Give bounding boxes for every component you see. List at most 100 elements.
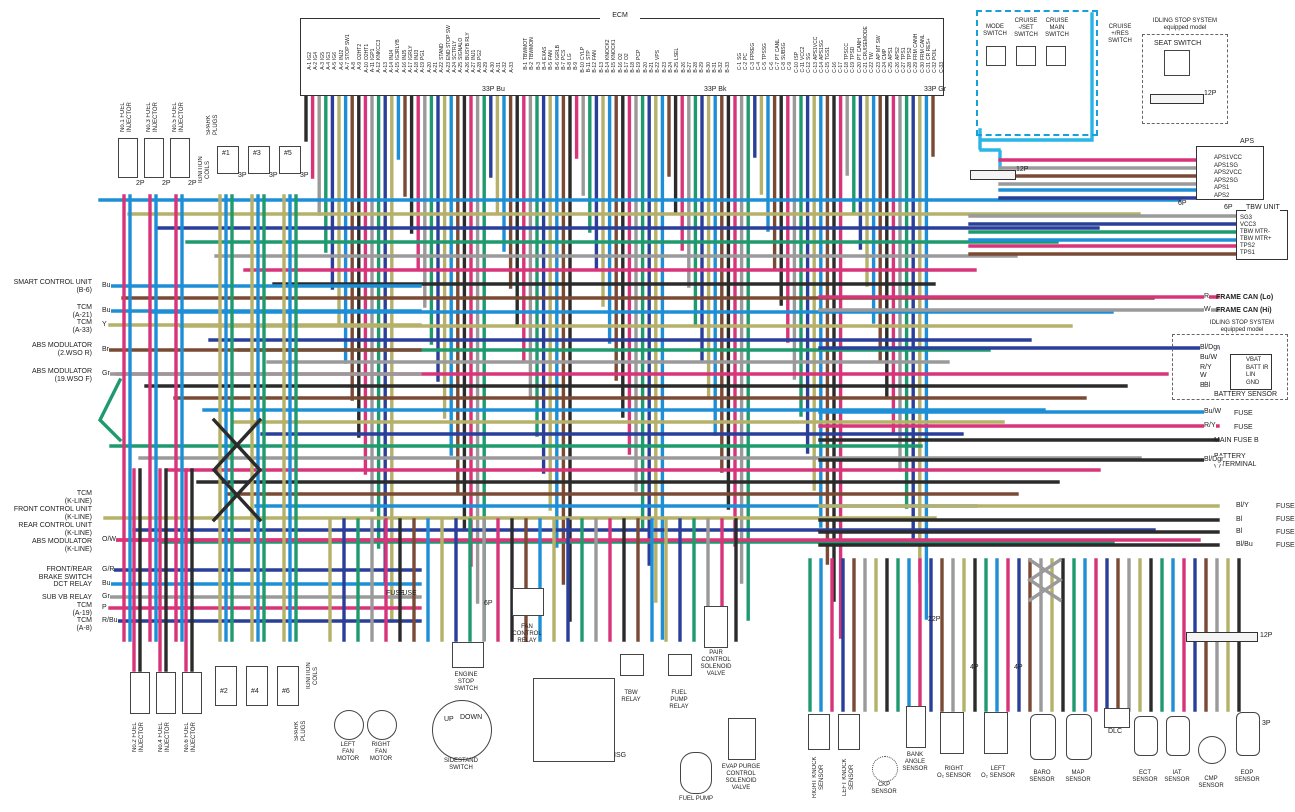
cyl-3-label: #3 <box>253 150 261 157</box>
ignition-coil-2 <box>215 666 237 706</box>
fuel-injector-6 <box>182 672 202 714</box>
aps-pin: APS2VCC <box>1214 170 1243 176</box>
tbw-unit-block <box>1236 210 1288 260</box>
tcm-a19-label: TCM (A-19) <box>72 602 92 617</box>
tcm-a21-label: TCM (A-21) <box>72 304 92 319</box>
map-sensor <box>1066 714 1092 760</box>
wire <box>1026 557 1063 603</box>
ignition-coil-4 <box>246 666 268 706</box>
left-wire-code: Bu <box>102 580 111 588</box>
tcm-a8-label: TCM (A-8) <box>76 617 92 632</box>
tbw-pin: SG3 <box>1240 215 1253 221</box>
mode-switch <box>986 46 1006 66</box>
right-wire-code: W <box>1204 306 1211 314</box>
aps-pin: APS1VCC <box>1214 155 1243 161</box>
isg-unit <box>533 678 615 762</box>
inj-conn-2p-c: 2P <box>188 180 197 187</box>
battery-sensor-block <box>1230 354 1272 390</box>
wire <box>1027 557 1064 603</box>
right-o2-label: RIGHT O₂ SENSOR <box>936 766 971 779</box>
ckp-sensor <box>872 756 898 782</box>
battery-sensor-label: BATTERY SENSOR <box>1214 391 1278 398</box>
ecm-signal-label: VPS <box>655 49 662 60</box>
battery-sensor-pin: LIN <box>1246 372 1256 378</box>
left-knock-label: LEFT KNOCK SENSOR <box>842 758 855 796</box>
dlc-label: DLC <box>1108 728 1123 735</box>
tbw-relay-label: TBW RELAY <box>621 690 641 703</box>
spark-plugs-bottom-label: SPARK PLUGS <box>294 720 307 742</box>
left-wire-code: Br <box>102 346 109 354</box>
abs-mod-2-label: ABS MODULATOR (2.WSO R) <box>31 342 92 357</box>
idling-stop-battery-group <box>1172 334 1288 400</box>
iat-label: IAT SENSOR <box>1164 770 1190 783</box>
cruise-12p-label: 12P <box>1016 166 1029 173</box>
ecm-signal-label: LG <box>567 53 574 60</box>
right-o2-sensor <box>940 712 964 754</box>
dlc-connector <box>1104 708 1130 728</box>
left-wire-code: Gr <box>102 370 110 378</box>
engine-stop-switch <box>452 642 484 668</box>
tbw-unit-title: TBW UNIT <box>1246 204 1280 212</box>
sidestand-label: SIDESTAND SWITCH <box>444 758 478 771</box>
right-wire-code: Bu/W <box>1200 354 1218 362</box>
left-wire-code: Bu <box>102 307 111 315</box>
aps-title: APS <box>1240 138 1255 146</box>
fuel-injector-5 <box>170 138 190 178</box>
fuel-pump-relay-label: FUEL PUMP RELAY <box>669 690 689 710</box>
ecm-signal-label: PG2 <box>477 49 484 60</box>
o2-4p-a: 4P <box>970 664 979 671</box>
sidestand-up: UP <box>444 716 454 723</box>
left-fan-motor <box>334 710 364 740</box>
ecm-signal-label: KNKCC3 <box>376 39 383 60</box>
fuse-row-2: FUSE <box>1276 516 1295 523</box>
ect-label: ECT SENSOR <box>1132 770 1158 783</box>
left-wire-code: Bu <box>102 282 111 290</box>
left-fan-label: LEFT FAN MOTOR <box>336 742 360 762</box>
seat-switch <box>1164 50 1190 76</box>
left-o2-label: LEFT O₂ SENSOR <box>980 766 1015 779</box>
ecm-signal-label: O2 <box>623 53 630 60</box>
cruise-set-switch <box>1016 46 1036 66</box>
cyl-4-label: #4 <box>251 688 259 695</box>
aps-block <box>1196 146 1264 200</box>
aps-pin: APS2SG <box>1214 177 1239 184</box>
fuel-pump-label: FUEL PUMP <box>678 796 714 802</box>
inj-conn-2p-b: 2P <box>162 180 171 187</box>
battery-sensor-pin: GND <box>1246 379 1260 386</box>
tbw-relay <box>620 654 644 676</box>
ecm-signal-label: TGS1 <box>825 46 832 60</box>
fuel-injector-2 <box>130 672 150 714</box>
ign-coils-bottom-label: IGNITION COILS <box>306 662 319 690</box>
fan-relay-label: FAN CONTROL RELAY <box>512 624 542 644</box>
right-wire-code: R/Y <box>1200 364 1212 372</box>
ign-coils-top-label: IGNITION COILS <box>198 156 211 184</box>
cruise-set-label: CRUISE -/SET SWITCH <box>1014 18 1038 38</box>
evap-valve <box>728 718 756 760</box>
fuel-pump <box>680 752 712 794</box>
cyl-6-label: #6 <box>282 688 290 695</box>
ecm-connector-a: 33P Bu <box>482 86 505 93</box>
ecm-pin-b-33: B-33 <box>724 62 731 73</box>
cruise-switch-group <box>976 10 1098 136</box>
ecm-signal-label: FPREG <box>749 42 756 60</box>
fuel-injector-1 <box>118 138 138 178</box>
left-wire-code: R/Bu <box>102 617 118 625</box>
left-wire-code: G/R <box>102 566 115 574</box>
right-wire-code: Bl/Bu <box>1236 541 1253 549</box>
left-wire-code: Y <box>102 321 107 329</box>
right-fan-label: RIGHT FAN MOTOR <box>369 742 393 762</box>
frame-can-hi-label: FRAME CAN (Hi) <box>1216 307 1272 314</box>
ecm-signal-label: FAN <box>592 50 599 60</box>
wire <box>211 417 263 523</box>
right-wire-code: Bl/Dgr <box>1200 344 1220 352</box>
ect-sensor <box>1134 716 1158 756</box>
evap-valve-label: EVAP PURGE CONTROL SOLENOID VALVE <box>721 764 761 791</box>
ecm-signal-label: SUBSG <box>781 42 788 60</box>
cyl-5-label: #5 <box>284 150 292 157</box>
right-wire-code: R/Y <box>1204 422 1216 430</box>
inj3-label: No.3 FUEL INJECTOR <box>146 102 159 132</box>
ecm-signal-label: POIL <box>932 48 939 60</box>
bank-22p: 22P <box>928 616 941 623</box>
